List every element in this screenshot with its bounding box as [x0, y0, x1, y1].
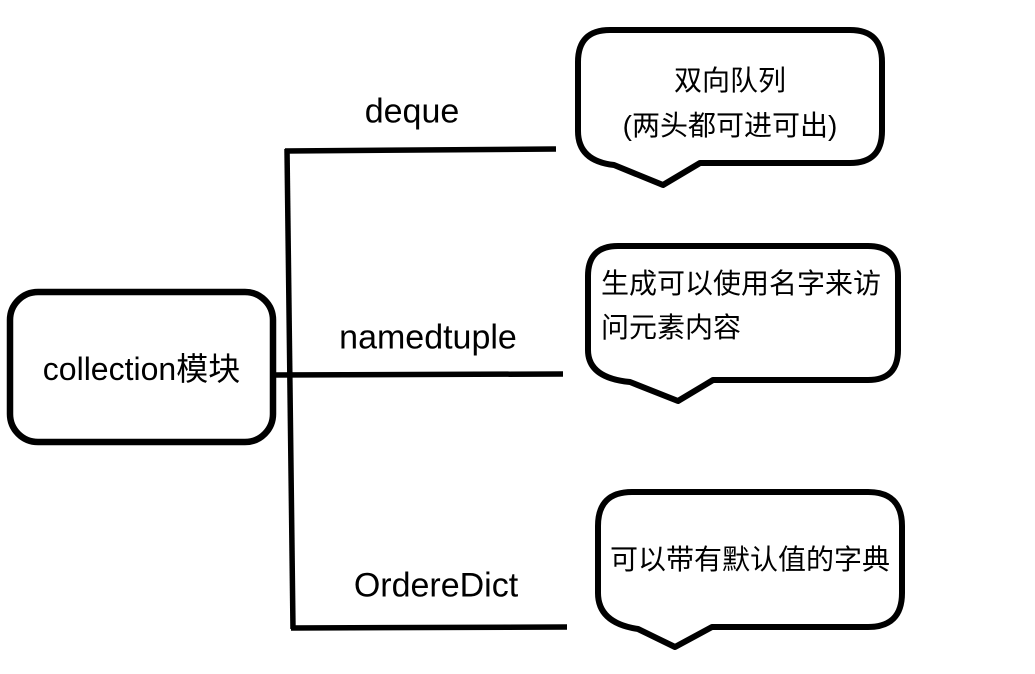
bubble-text-orderedict: 可以带有默认值的字典 — [598, 538, 902, 582]
trunk-line — [284, 148, 296, 630]
bubble-text-line: 双向队列 — [673, 65, 786, 96]
root-node: collection模块 — [10, 292, 273, 442]
bubble-text-line: 可以带有默认值的字典 — [609, 544, 890, 575]
bubble-shape-namedtuple — [585, 243, 901, 404]
bubble-text-deque: 双向队列 (两头都可进可出) — [578, 58, 882, 148]
branch-line-deque — [284, 146, 557, 154]
branch-line-orderedict — [290, 624, 568, 631]
bubble-shape-deque — [575, 27, 885, 188]
bubble-text-line: 生成可以使用名字来访 — [601, 268, 882, 299]
branch-label-namedtuple: namedtuple — [339, 318, 517, 357]
branch-label-deque: deque — [364, 92, 460, 131]
root-box-shape — [6, 288, 277, 446]
branch-line-namedtuple — [271, 371, 564, 378]
root-node-label: collection模块 — [42, 351, 241, 387]
bubble-text-line: (两头都可进可出) — [622, 110, 838, 141]
bubble-text-namedtuple: 生成可以使用名字来访 问元素内容 — [601, 262, 903, 350]
branch-label-orderedict: OrdereDict — [353, 566, 519, 605]
bubble-text-line: 问元素内容 — [601, 312, 742, 343]
bubble-shape-orderedict — [595, 489, 905, 650]
